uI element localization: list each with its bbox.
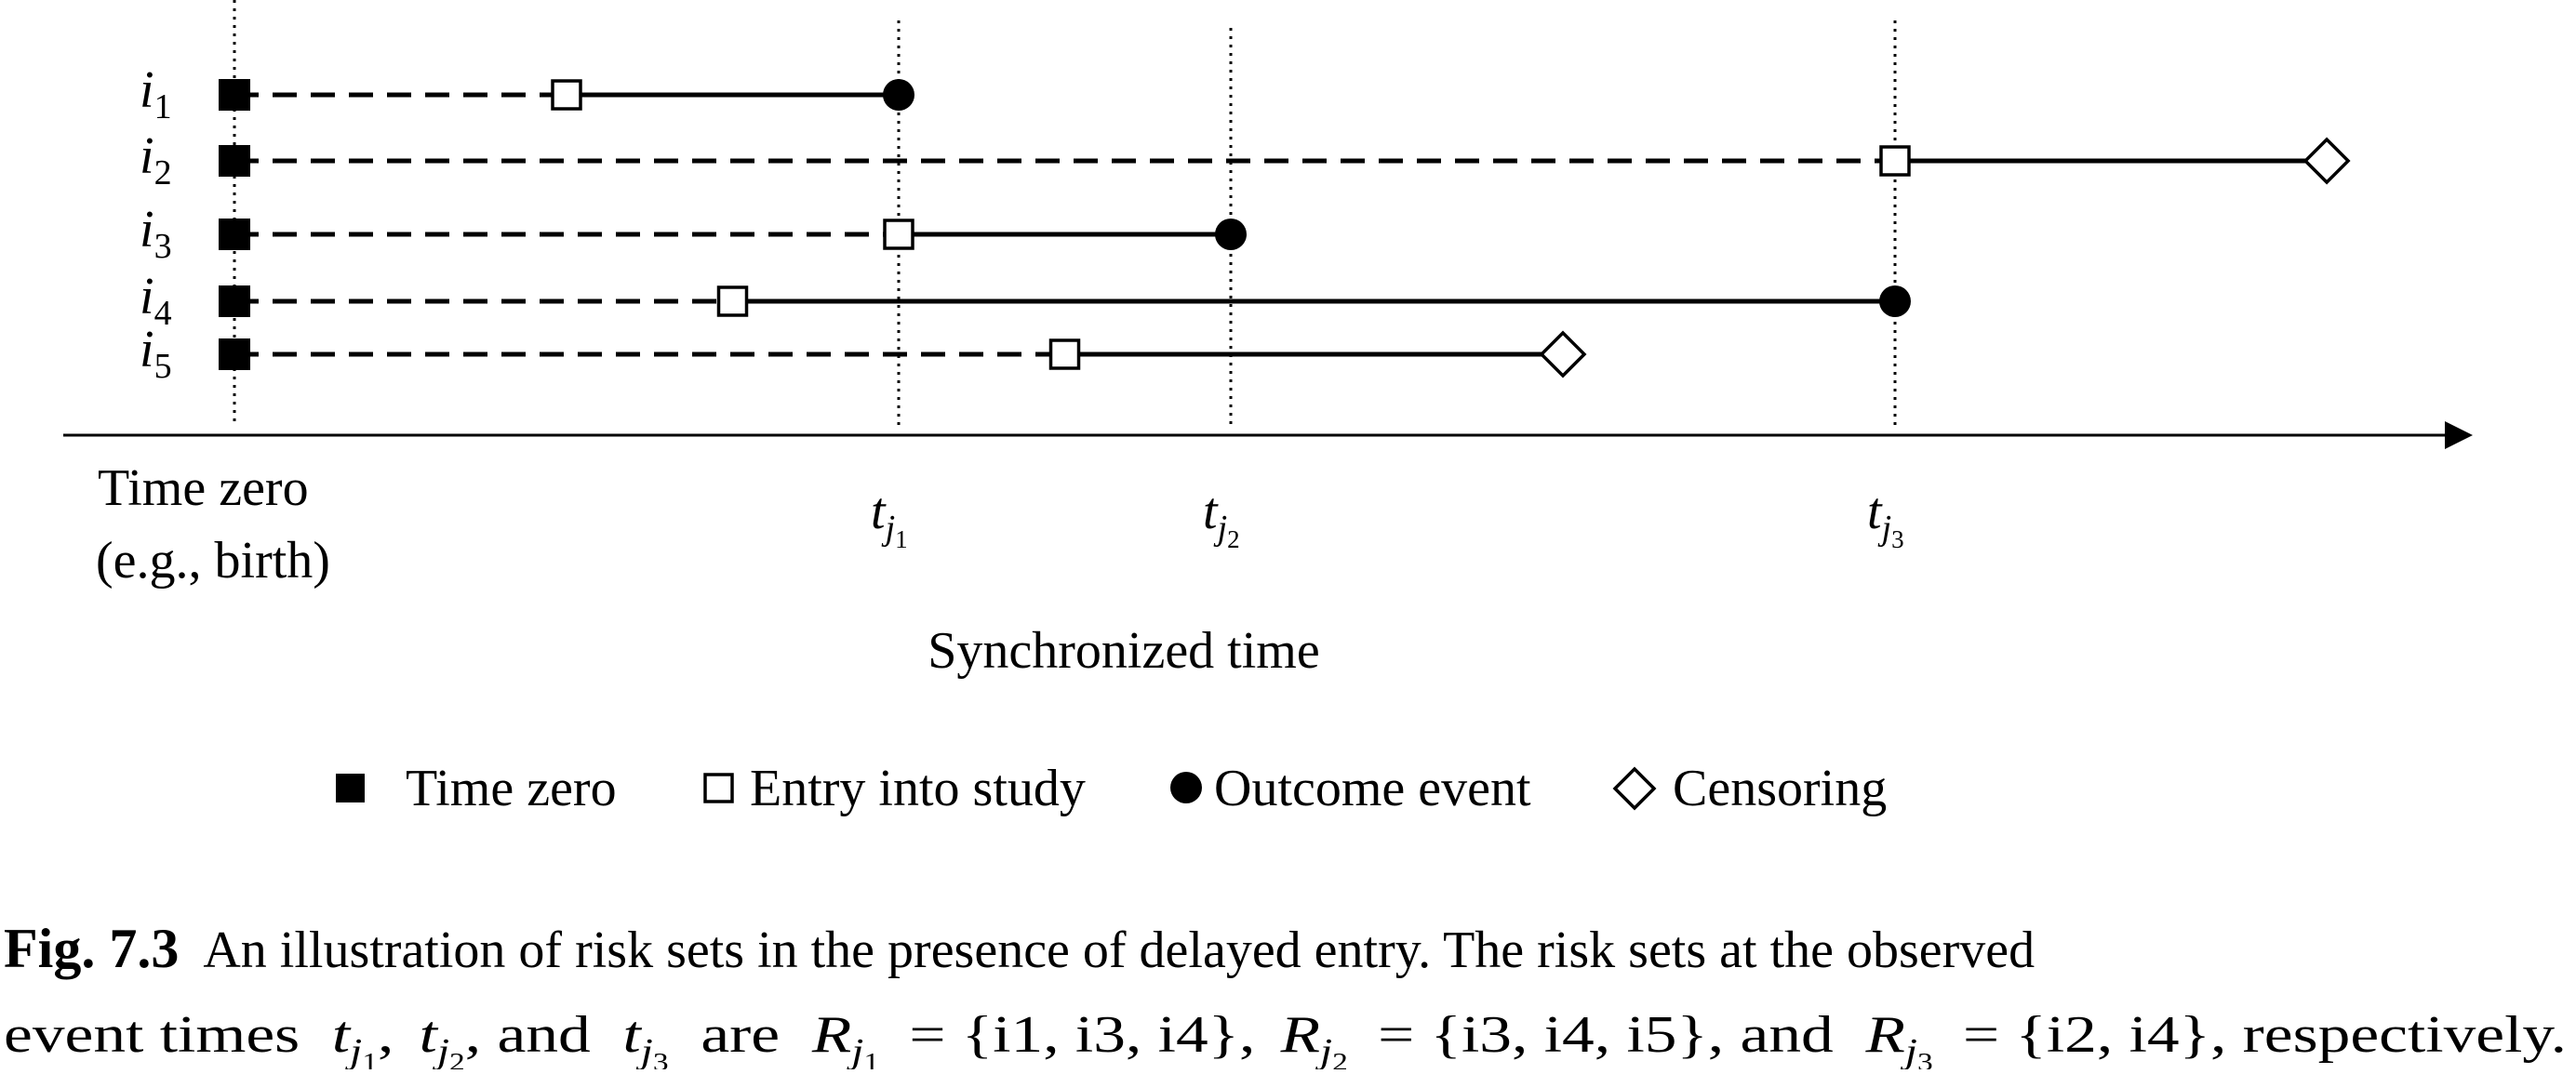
figure-caption: Fig. 7.3 An illustration of risk sets in…: [4, 918, 2567, 1074]
legend-entry-label: Entry into study: [750, 760, 1086, 817]
legend-entry-icon: [703, 773, 734, 803]
axis-title: Synchronized time: [928, 622, 1319, 680]
caption-r2-subsub: 2: [1332, 1048, 1348, 1069]
censoring-marker: [1539, 330, 1587, 378]
event-time-symbol: t: [1203, 483, 1219, 540]
caption-are: are: [701, 1006, 780, 1064]
subject-row-i2: i2: [140, 127, 2351, 192]
legend-censoring-icon: [1612, 766, 1657, 811]
caption-set1: = {i1, i3, i4}: [909, 1006, 1239, 1064]
caption-t3-subsub: 3: [653, 1048, 669, 1069]
subject-symbol: i: [140, 61, 154, 119]
event-time-label-3: tj3: [1867, 483, 1904, 553]
subject-label: i5: [140, 321, 172, 386]
legend-censoring-label: Censoring: [1673, 760, 1887, 817]
subject-symbol: i: [140, 321, 154, 378]
legend-event-icon: [1170, 772, 1202, 803]
subject-symbol: i: [140, 127, 154, 185]
subject-sub: 5: [154, 347, 172, 386]
subject-sub: 4: [154, 294, 172, 333]
subject-symbol: i: [140, 268, 154, 325]
entry-marker: [551, 79, 582, 111]
time-zero-label-line1: Time zero: [98, 459, 309, 517]
legend-time-zero-icon: [336, 774, 365, 802]
caption-line1: Fig. 7.3 An illustration of risk sets in…: [4, 918, 2035, 979]
time-zero-marker: [219, 338, 250, 370]
outcome-event-marker: [883, 79, 914, 111]
caption-r2-symbol: R: [1279, 1006, 1320, 1064]
subject-label: i2: [140, 127, 172, 192]
caption-set3: = {i2, i4}: [1963, 1006, 2210, 1064]
caption-r3-subsub: 3: [1917, 1048, 1933, 1069]
caption-line2-a: event times: [4, 1006, 300, 1064]
subject-label: i4: [140, 268, 172, 333]
caption-r1-symbol: R: [811, 1006, 852, 1064]
subject-label: i1: [140, 61, 172, 126]
caption-fig-label: Fig. 7.3: [4, 918, 179, 979]
subject-row-i5: i5: [140, 321, 1587, 386]
subject-row-i1: i1: [140, 61, 914, 126]
event-time-subsub: 3: [1891, 525, 1904, 553]
event-time-symbol: t: [871, 483, 887, 540]
subject-sub: 3: [154, 227, 172, 266]
outcome-event-marker: [1879, 285, 1911, 317]
event-time-guides: [897, 20, 1897, 430]
caption-set2: = {i3, i4, i5}: [1378, 1006, 1708, 1064]
subject-sub: 2: [154, 153, 172, 192]
subject-row-i4: i4: [140, 268, 1911, 333]
caption-t1-subsub: 1: [362, 1048, 378, 1069]
caption-t1-symbol: t: [332, 1006, 352, 1064]
caption-comma-and: , and: [465, 1006, 591, 1064]
event-time-subsub: 2: [1227, 525, 1240, 553]
caption-r3-symbol: R: [1864, 1006, 1905, 1064]
time-zero-marker: [219, 219, 250, 250]
censoring-marker: [2302, 137, 2351, 185]
event-time-subsub: 1: [895, 525, 908, 553]
caption-t2-subsub: 2: [449, 1048, 465, 1069]
legend-event-label: Outcome event: [1214, 760, 1531, 817]
entry-marker: [1879, 145, 1911, 177]
subject-row-i3: i3: [140, 201, 1247, 266]
subject-sub: 1: [154, 87, 172, 126]
caption-sep-and: , and: [1708, 1006, 1834, 1064]
time-zero-label-line2: (e.g., birth): [96, 532, 330, 590]
caption-r1-subsub: 1: [863, 1048, 879, 1069]
caption-end: , respectively.: [2210, 1006, 2567, 1064]
subject-symbol: i: [140, 201, 154, 259]
time-zero-marker: [219, 145, 250, 177]
caption-line1-text: An illustration of risk sets in the pres…: [203, 922, 2035, 979]
outcome-event-marker: [1215, 219, 1247, 250]
entry-marker: [716, 285, 749, 317]
entry-marker: [1048, 338, 1081, 370]
event-time-symbol: t: [1867, 483, 1883, 540]
entry-marker: [883, 219, 914, 250]
time-zero-marker: [219, 79, 250, 111]
caption-t3-symbol: t: [623, 1006, 643, 1064]
legend-time-zero-label: Time zero: [406, 760, 617, 817]
event-time-labels: tj1 tj2 tj3: [871, 483, 1904, 553]
caption-sep1: ,: [1239, 1006, 1255, 1064]
time-zero-marker: [219, 285, 250, 317]
event-time-label-2: tj2: [1203, 483, 1240, 553]
subject-label: i3: [140, 201, 172, 266]
legend: Time zero Entry into study Outcome event…: [336, 760, 1887, 817]
caption-t2-symbol: t: [420, 1006, 439, 1064]
caption-comma1: ,: [378, 1006, 394, 1064]
event-time-label-1: tj1: [871, 483, 908, 553]
